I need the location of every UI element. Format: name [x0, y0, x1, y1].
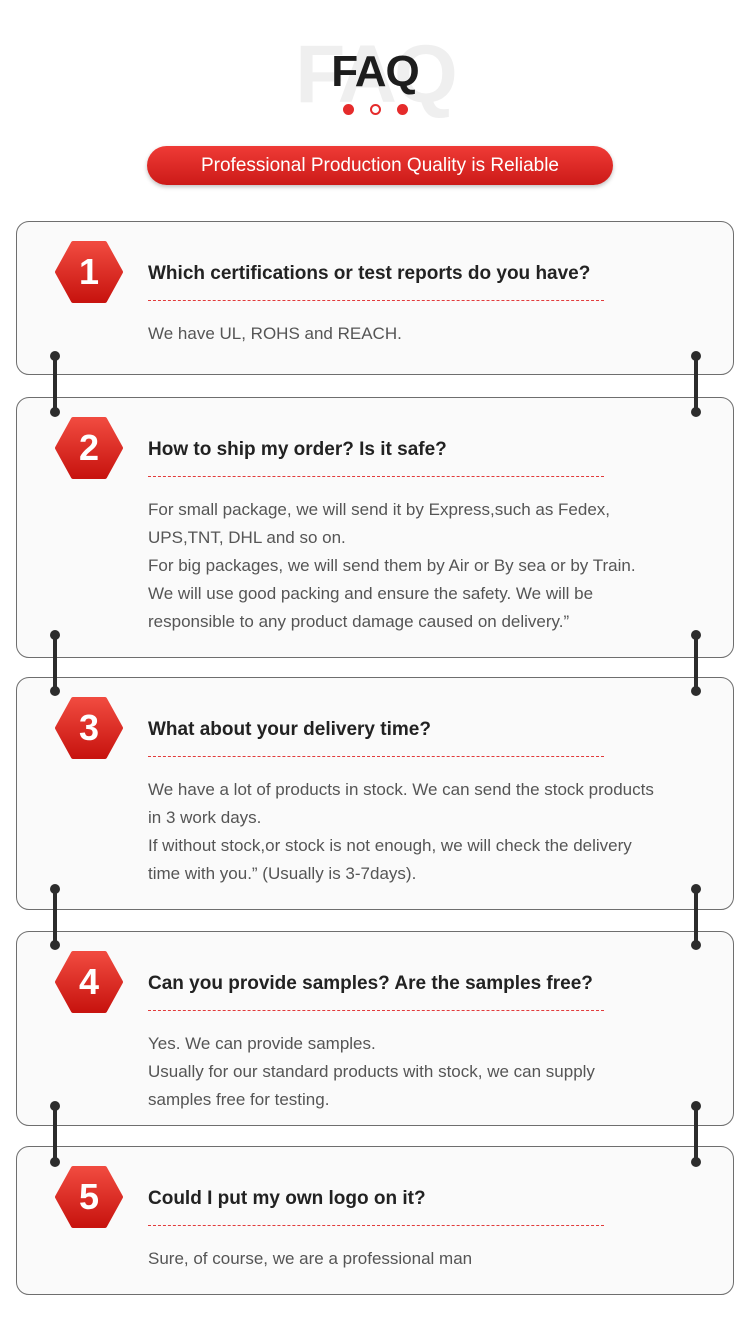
dot-icon — [396, 104, 408, 115]
faq-card-4: 4 Can you provide samples? Are the sampl… — [16, 931, 734, 1126]
faq-card-5: 5 Could I put my own logo on it? Sure, o… — [16, 1146, 734, 1295]
chain-connector-icon — [49, 351, 61, 417]
answer-line: For big packages, we will send them by A… — [148, 556, 636, 575]
answer-line: We have a lot of products in stock. We c… — [148, 780, 654, 799]
number-badge: 1 — [55, 241, 123, 303]
faq-background-watermark: FAQ — [295, 29, 458, 120]
faq-card-2: 2 How to ship my order? Is it safe? For … — [16, 397, 734, 658]
quality-banner: Professional Production Quality is Relia… — [147, 146, 613, 185]
faq-card-3: 3 What about your delivery time? We have… — [16, 677, 734, 910]
answer-line: responsible to any product damage caused… — [148, 612, 570, 631]
dashed-divider — [148, 1225, 604, 1226]
title-dots — [0, 104, 750, 115]
answer-line: Sure, of course, we are a professional m… — [148, 1249, 473, 1268]
faq-header: FAQ FAQ — [0, 0, 750, 130]
number-badge: 2 — [55, 417, 123, 479]
answer-line: Yes. We can provide samples. — [148, 1034, 376, 1053]
hexagon-badge-icon — [55, 417, 123, 479]
number-badge: 3 — [55, 697, 123, 759]
page-title: FAQ — [331, 47, 419, 96]
dot-icon — [342, 104, 354, 115]
faq-card-1: 1 Which certifications or test reports d… — [16, 221, 734, 375]
chain-connector-icon — [690, 884, 702, 950]
answer-line: in 3 work days. — [148, 808, 262, 827]
badge-number: 5 — [78, 1176, 100, 1217]
hexagon-badge-icon — [55, 951, 123, 1013]
faq-answer: We have a lot of products in stock. We c… — [148, 776, 708, 888]
badge-number: 2 — [78, 427, 100, 468]
badge-number: 1 — [78, 251, 100, 292]
faq-question: What about your delivery time? — [148, 719, 431, 740]
chain-connector-icon — [690, 1101, 702, 1167]
answer-line: For small package, we will send it by Ex… — [148, 500, 611, 519]
answer-line: time with you.” (Usually is 3-7days). — [148, 864, 417, 883]
badge-number: 4 — [78, 961, 100, 1002]
ring-dot-icon — [369, 104, 381, 115]
chain-connector-icon — [690, 630, 702, 696]
dashed-divider — [148, 1010, 604, 1011]
answer-line: samples free for testing. — [148, 1090, 330, 1109]
faq-question: Can you provide samples? Are the samples… — [148, 973, 593, 994]
dashed-divider — [148, 300, 604, 301]
chain-connector-icon — [49, 884, 61, 950]
answer-line: If without stock,or stock is not enough,… — [148, 836, 632, 855]
number-badge: 4 — [55, 951, 123, 1013]
hexagon-badge-icon — [55, 1166, 123, 1228]
dashed-divider — [148, 756, 604, 757]
faq-answer: Sure, of course, we are a professional m… — [148, 1245, 708, 1273]
hexagon-badge-icon — [55, 697, 123, 759]
faq-question: Could I put my own logo on it? — [148, 1188, 426, 1209]
chain-connector-icon — [690, 351, 702, 417]
faq-answer: For small package, we will send it by Ex… — [148, 496, 708, 636]
hexagon-badge-icon — [55, 241, 123, 303]
badge-number: 3 — [78, 707, 100, 748]
number-badge: 5 — [55, 1166, 123, 1228]
dashed-divider — [148, 476, 604, 477]
faq-question: How to ship my order? Is it safe? — [148, 439, 447, 460]
faq-question: Which certifications or test reports do … — [148, 263, 591, 284]
answer-line: Usually for our standard products with s… — [148, 1062, 595, 1081]
faq-answer: Yes. We can provide samples. Usually for… — [148, 1030, 708, 1114]
answer-line: UPS,TNT, DHL and so on. — [148, 528, 346, 547]
chain-connector-icon — [49, 630, 61, 696]
faq-answer: We have UL, ROHS and REACH. — [148, 320, 708, 348]
chain-connector-icon — [49, 1101, 61, 1167]
answer-line: We have UL, ROHS and REACH. — [148, 324, 402, 343]
answer-line: We will use good packing and ensure the … — [148, 584, 594, 603]
